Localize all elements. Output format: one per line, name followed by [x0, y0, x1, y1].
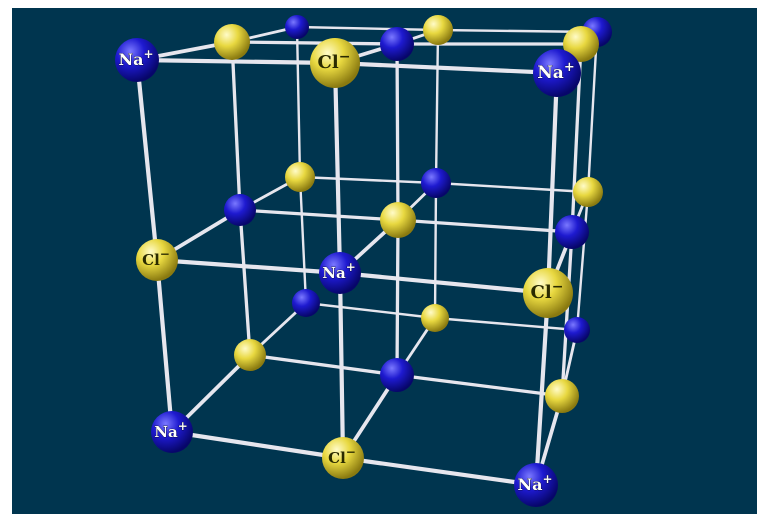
chloride-ion [380, 202, 416, 238]
sodium-ion: Na+ [319, 252, 361, 294]
chloride-ion-sphere [563, 26, 599, 62]
sodium-ion-sphere [151, 411, 193, 453]
sodium-ion: Na+ [533, 49, 581, 97]
chloride-ion-sphere [136, 239, 178, 281]
sodium-ion [380, 27, 414, 61]
sodium-ion-label: Na+ [322, 260, 356, 282]
chloride-ion [545, 379, 579, 413]
bond-line [230, 40, 399, 46]
sodium-ion [380, 358, 414, 392]
sodium-ion-sphere [380, 358, 414, 392]
chloride-ion-sphere [421, 304, 449, 332]
sodium-ion-sphere [224, 194, 256, 226]
bond-line [575, 190, 590, 332]
sodium-ion-sphere [533, 49, 581, 97]
bond-line [230, 40, 242, 212]
chloride-ion: Cl− [523, 268, 573, 318]
chloride-ion [421, 304, 449, 332]
atoms-layer: Na+ Cl− Na+ Cl− Na+ Cl− Na+ Cl− Na+ [115, 15, 612, 507]
bond-line [295, 25, 302, 179]
chloride-ion: Cl− [310, 38, 360, 88]
bond-line [395, 373, 564, 398]
sodium-ion-sphere [319, 252, 361, 294]
chloride-ion-sphere [285, 162, 315, 192]
chloride-ion-sphere [545, 379, 579, 413]
bond-line [295, 25, 440, 32]
bond-line [560, 230, 574, 398]
sodium-ion-sphere [555, 215, 589, 249]
sodium-ion-sphere [292, 289, 320, 317]
sodium-ion-label: Na+ [118, 47, 153, 69]
chloride-ion-sphere [322, 437, 364, 479]
bond-line [434, 28, 440, 185]
sodium-ion-label: Na+ [154, 419, 188, 441]
bond-line [337, 270, 551, 296]
chloride-ion [563, 26, 599, 62]
bond-line [545, 70, 560, 296]
sodium-ion [285, 15, 309, 39]
bond-line [396, 218, 574, 234]
chloride-ion-sphere [523, 268, 573, 318]
sodium-ion-sphere [115, 38, 159, 82]
chloride-ion [214, 24, 250, 60]
chloride-ion-sphere [423, 15, 453, 45]
sodium-ion-label: Na+ [537, 60, 574, 83]
sodium-ion [292, 289, 320, 317]
bond-line [586, 30, 599, 194]
bond-line [134, 57, 338, 66]
sodium-ion [564, 317, 590, 343]
chloride-ion-label: Cl− [318, 49, 351, 73]
bond-line [298, 175, 438, 185]
bond-line [154, 257, 175, 435]
chloride-ion: Cl− [322, 437, 364, 479]
sodium-ion [555, 215, 589, 249]
sodium-ion-label: Na+ [517, 472, 552, 494]
bond-line [340, 455, 539, 488]
bond-line [332, 60, 343, 276]
bond-line [248, 353, 399, 377]
bond-line [238, 208, 252, 357]
bond-line [134, 57, 160, 263]
chloride-ion-sphere [310, 38, 360, 88]
chloride-ion-sphere [380, 202, 416, 238]
bond-line [533, 290, 551, 488]
sodium-ion-sphere [285, 15, 309, 39]
bond-line [433, 316, 579, 332]
bond-line [169, 429, 346, 461]
sodium-ion [421, 168, 451, 198]
chloride-ion [285, 162, 315, 192]
bond-line [395, 42, 400, 222]
sodium-ion: Na+ [514, 463, 558, 507]
bond-line [395, 218, 400, 377]
chloride-ion-label: Cl− [142, 247, 170, 269]
chloride-ion [423, 15, 453, 45]
sodium-ion-sphere [564, 317, 590, 343]
sodium-ion-sphere [514, 463, 558, 507]
chloride-ion [573, 177, 603, 207]
sodium-ion: Na+ [115, 38, 159, 82]
chloride-ion-label: Cl− [328, 445, 356, 467]
chloride-ion-sphere [234, 339, 266, 371]
bond-line [337, 270, 346, 461]
sodium-ion: Na+ [151, 411, 193, 453]
sodium-ion-sphere [380, 27, 414, 61]
chloride-ion-label: Cl− [531, 279, 564, 303]
bond-line [434, 181, 590, 194]
chloride-ion [234, 339, 266, 371]
chloride-ion: Cl− [136, 239, 178, 281]
bond-line [238, 208, 400, 222]
diagram-background [12, 8, 757, 514]
bond-line [332, 60, 560, 76]
bond-line [304, 301, 437, 320]
bond-line [433, 181, 438, 320]
sodium-ion-sphere [421, 168, 451, 198]
bond-line [154, 257, 343, 276]
chloride-ion-sphere [214, 24, 250, 60]
chloride-ion-sphere [573, 177, 603, 207]
sodium-ion [224, 194, 256, 226]
bond-line [298, 175, 308, 305]
